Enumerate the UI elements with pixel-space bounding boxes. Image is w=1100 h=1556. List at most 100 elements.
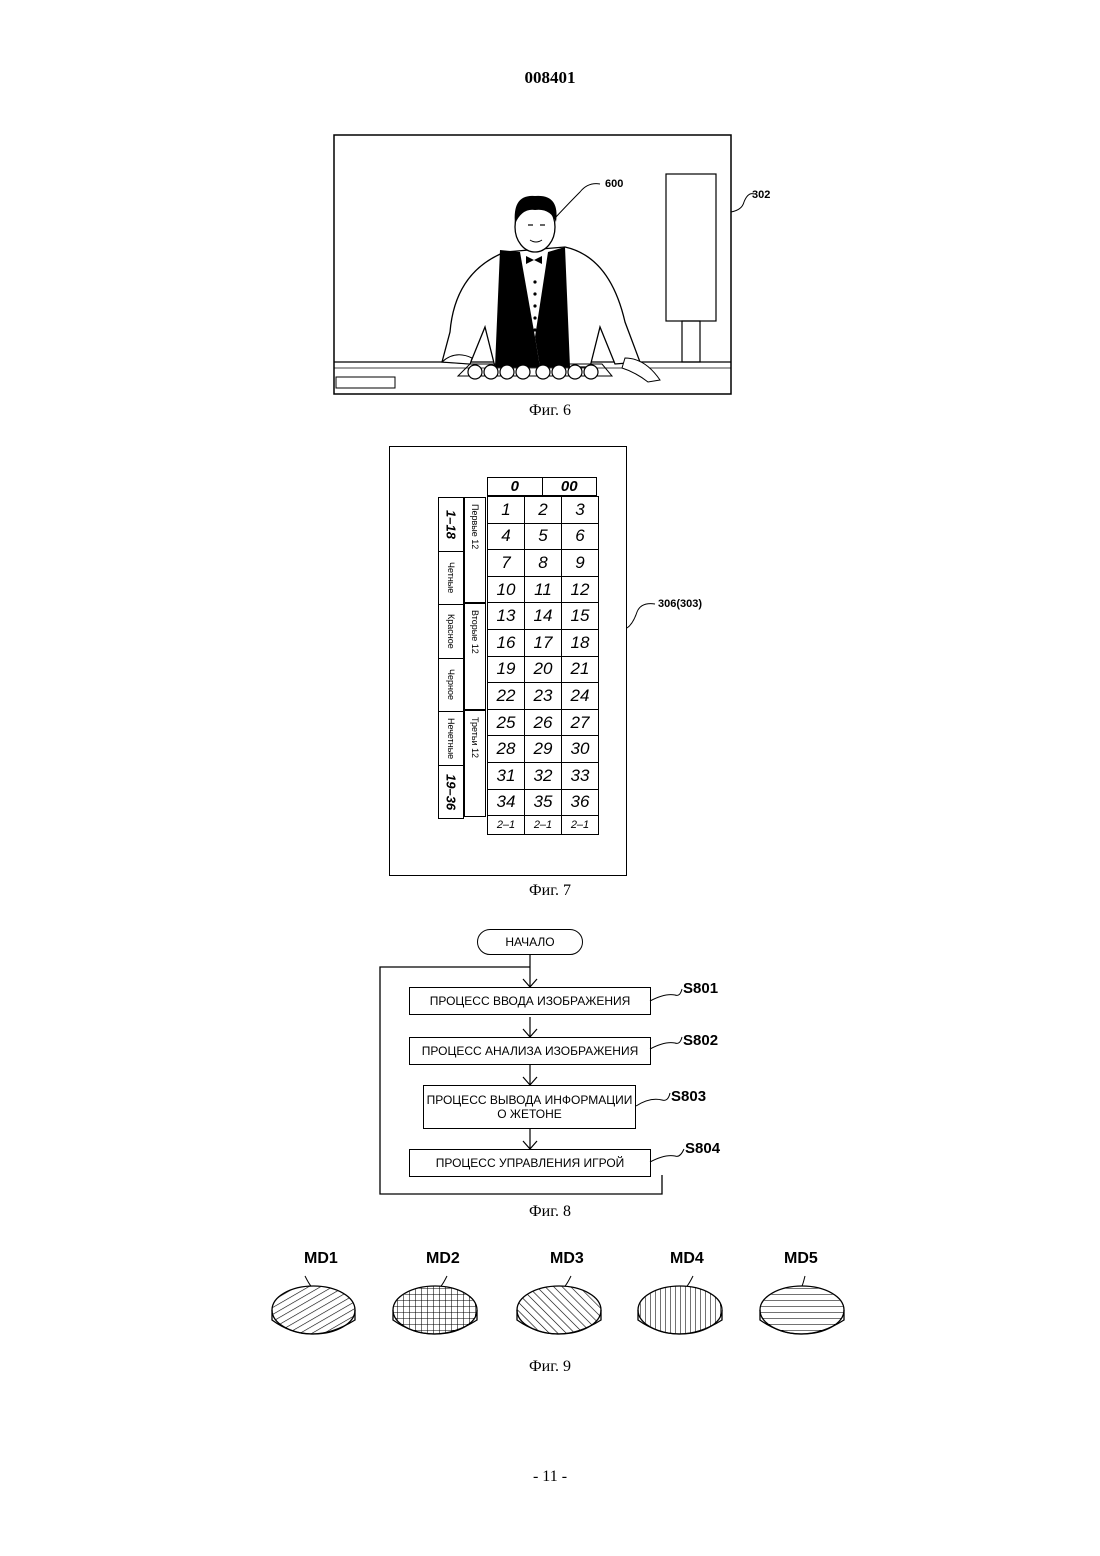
figure-6-caption: Фиг. 6 <box>0 402 1100 420</box>
number-row: 343536 <box>488 789 599 816</box>
outside-bet-low: 1–18 <box>439 498 463 552</box>
patent-number: 008401 <box>0 68 1100 88</box>
dozen-third: Третьи 12 <box>464 710 486 817</box>
number-row: 456 <box>488 523 599 550</box>
number-cell: 32 <box>525 762 562 789</box>
number-cell: 12 <box>562 576 599 603</box>
outside-bet-odd-label: Нечетные <box>446 718 456 759</box>
number-row: 123 <box>488 497 599 524</box>
number-cell: 15 <box>562 603 599 630</box>
number-row: 313233 <box>488 762 599 789</box>
figure-7-roulette-board: 0 00 12345678910111213141516171819202122… <box>389 446 627 876</box>
number-cell: 2 <box>525 497 562 524</box>
zero-cell: 0 <box>488 478 543 495</box>
chip-label-md4: MD4 <box>670 1250 704 1268</box>
number-cell: 30 <box>562 736 599 763</box>
outside-bet-black: Черное <box>439 659 463 713</box>
number-row: 192021 <box>488 656 599 683</box>
number-cell: 4 <box>488 523 525 550</box>
outside-bet-high: 19–36 <box>439 766 463 819</box>
chip-label-md1: MD1 <box>304 1250 338 1268</box>
number-cell: 24 <box>562 683 599 710</box>
number-cell: 28 <box>488 736 525 763</box>
number-cell: 11 <box>525 576 562 603</box>
outside-bet-even: Четные <box>439 552 463 606</box>
ref-label-302: 302 <box>752 189 770 201</box>
number-cell: 14 <box>525 603 562 630</box>
number-cell: 26 <box>525 709 562 736</box>
column-bet-cell: 2–1 <box>562 816 599 835</box>
number-cell: 8 <box>525 550 562 577</box>
outside-bet-high-label: 19–36 <box>444 774 459 810</box>
number-cell: 21 <box>562 656 599 683</box>
number-cell: 31 <box>488 762 525 789</box>
number-cell: 17 <box>525 629 562 656</box>
column-bet-cell: 2–1 <box>488 816 525 835</box>
number-cell: 5 <box>525 523 562 550</box>
number-cell: 13 <box>488 603 525 630</box>
number-row: 252627 <box>488 709 599 736</box>
figure-9-chips <box>265 1270 855 1350</box>
column-bet-row: 2–12–12–1 <box>488 816 599 835</box>
number-cell: 36 <box>562 789 599 816</box>
dozen-first: Первые 12 <box>464 497 486 603</box>
figure-9-caption: Фиг. 9 <box>0 1358 1100 1376</box>
chip-label-md2: MD2 <box>426 1250 460 1268</box>
ref-label-600: 600 <box>605 178 623 190</box>
number-cell: 25 <box>488 709 525 736</box>
number-cell: 16 <box>488 629 525 656</box>
zero-row: 0 00 <box>487 477 597 496</box>
number-cell: 27 <box>562 709 599 736</box>
flow-start: НАЧАЛО <box>477 929 583 955</box>
number-cell: 1 <box>488 497 525 524</box>
number-cell: 9 <box>562 550 599 577</box>
page-footer-number: - 11 - <box>0 1468 1100 1486</box>
dozen-second: Вторые 12 <box>464 603 486 710</box>
step-id-s803: S803 <box>671 1088 706 1105</box>
number-cell: 29 <box>525 736 562 763</box>
number-row: 131415 <box>488 603 599 630</box>
dozen-third-label: Третьи 12 <box>470 717 480 758</box>
dozen-second-label: Вторые 12 <box>470 610 480 654</box>
outside-bet-low-label: 1–18 <box>444 510 459 539</box>
number-cell: 34 <box>488 789 525 816</box>
ref-label-306: 306(303) <box>658 598 702 610</box>
number-row: 161718 <box>488 629 599 656</box>
dozen-first-label: Первые 12 <box>470 504 480 549</box>
number-row: 222324 <box>488 683 599 710</box>
outside-bet-red-label: Красное <box>446 614 456 649</box>
number-cell: 22 <box>488 683 525 710</box>
double-zero-cell: 00 <box>543 478 597 495</box>
chip-md3-icon <box>517 1276 601 1334</box>
figure-6-dealer-screen <box>330 132 790 398</box>
number-row: 282930 <box>488 736 599 763</box>
flow-step-s804: ПРОЦЕСС УПРАВЛЕНИЯ ИГРОЙ <box>409 1149 651 1177</box>
number-row: 101112 <box>488 576 599 603</box>
flow-step-s802: ПРОЦЕСС АНАЛИЗА ИЗОБРАЖЕНИЯ <box>409 1037 651 1065</box>
chip-md4-icon <box>638 1276 722 1334</box>
number-cell: 23 <box>525 683 562 710</box>
number-row: 789 <box>488 550 599 577</box>
number-cell: 33 <box>562 762 599 789</box>
chip-label-md3: MD3 <box>550 1250 584 1268</box>
step-id-s802: S802 <box>683 1032 718 1049</box>
outside-bet-odd: Нечетные <box>439 712 463 766</box>
chip-md5-icon <box>760 1276 844 1334</box>
outside-bet-red: Красное <box>439 605 463 659</box>
chip-md2-icon <box>393 1276 477 1334</box>
flow-step-s803-line1: ПРОЦЕСС ВЫВОДА ИНФОРМАЦИИ <box>427 1093 633 1107</box>
number-cell: 3 <box>562 497 599 524</box>
figure-8-caption: Фиг. 8 <box>0 1203 1100 1221</box>
number-cell: 35 <box>525 789 562 816</box>
flow-step-s801: ПРОЦЕСС ВВОДА ИЗОБРАЖЕНИЯ <box>409 987 651 1015</box>
chip-md1-icon <box>272 1276 355 1334</box>
flow-step-s803: ПРОЦЕСС ВЫВОДА ИНФОРМАЦИИ О ЖЕТОНЕ <box>423 1085 636 1129</box>
number-cell: 10 <box>488 576 525 603</box>
number-grid: 1234567891011121314151617181920212223242… <box>487 496 599 835</box>
number-cell: 19 <box>488 656 525 683</box>
number-cell: 20 <box>525 656 562 683</box>
flow-step-s803-line2: О ЖЕТОНЕ <box>497 1107 562 1121</box>
step-id-s804: S804 <box>685 1140 720 1157</box>
number-cell: 18 <box>562 629 599 656</box>
chip-label-md5: MD5 <box>784 1250 818 1268</box>
